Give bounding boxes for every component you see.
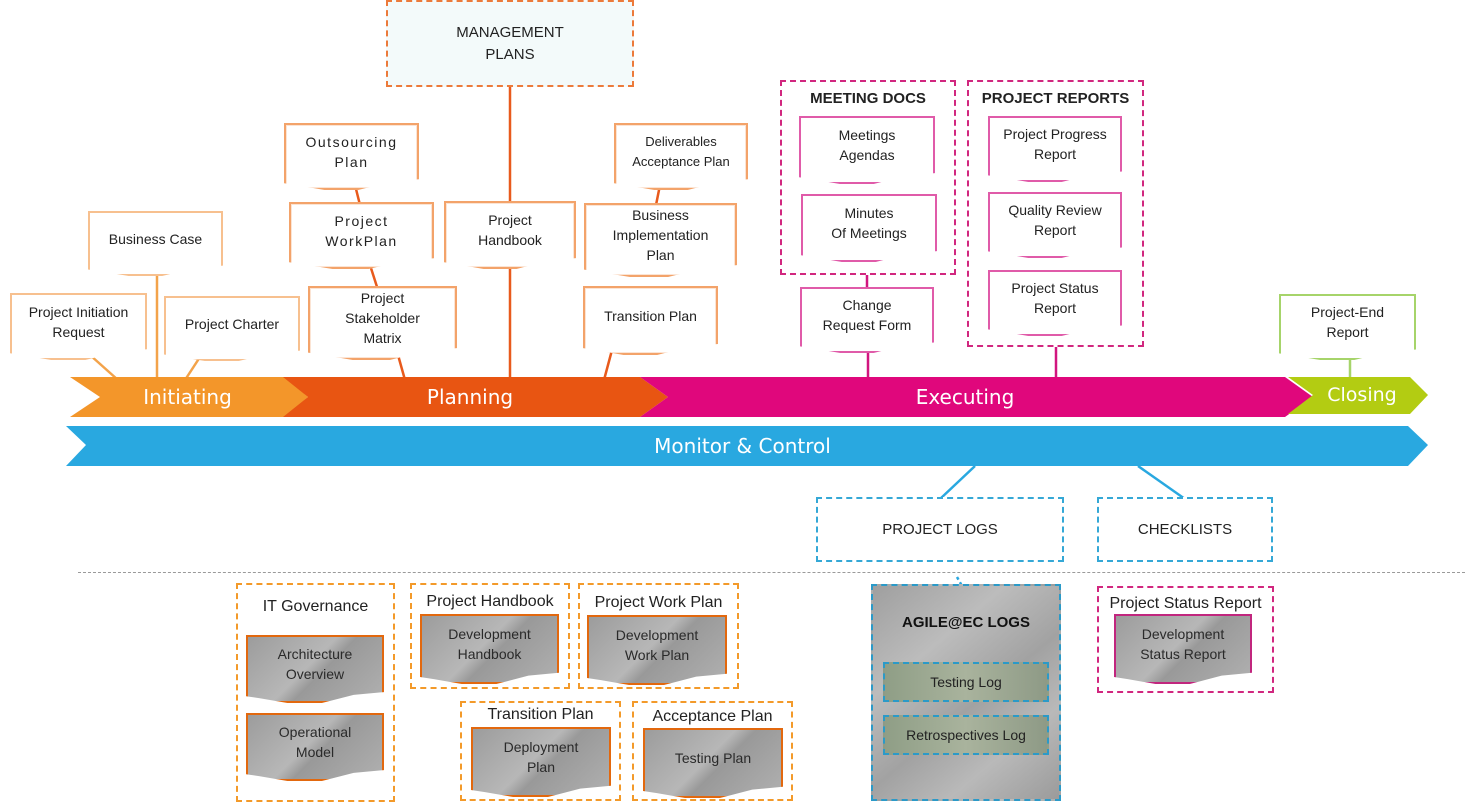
status-report-group-title: Project Status Report [1109,595,1262,612]
it-governance-title: IT Governance [262,598,369,615]
acceptance-group-title: Acceptance Plan [652,708,773,725]
doc-project-workplan: Project WorkPlan [289,202,434,269]
phase-planning-label: Planning [426,385,514,409]
doc-business-case: Business Case [88,211,223,276]
doc-development-handbook: Development Handbook [420,614,559,684]
doc-architecture-overview: Architecture Overview [246,635,384,703]
transition-group-title: Transition Plan [487,706,594,723]
doc-project-status-report: Project Status Report [988,270,1122,336]
doc-change-request-form: Change Request Form [800,287,934,353]
doc-testing-plan: Testing Plan [643,728,783,798]
agile-logs-title: AGILE@EC LOGS [902,614,1030,631]
phase-monitor-label: Monitor & Control [654,434,831,458]
planning-arrow [283,377,668,417]
section-divider [78,572,1465,573]
connector-charter [183,356,202,381]
project-reports-title: PROJECT REPORTS [981,90,1130,107]
doc-project-stakeholder-matrix: Project Stakeholder Matrix [308,286,457,360]
executing-arrow [640,377,1313,417]
doc-transition-plan: Transition Plan [583,286,718,355]
doc-project-end-report: Project-End Report [1279,294,1416,360]
doc-business-implementation-plan: Business Implementation Plan [584,203,737,277]
project-logs-label: PROJECT LOGS [882,520,998,538]
meeting-docs-title: MEETING DOCS [810,90,926,107]
monitor-arrow [66,426,1428,466]
connector-checklists [1137,464,1186,501]
doc-quality-review-report: Quality Review Report [988,192,1122,258]
handbook-group-title: Project Handbook [426,593,554,610]
doc-development-work-plan: Development Work Plan [587,615,727,685]
initiating-arrow [70,377,308,417]
doc-deployment-plan: Deployment Plan [471,727,611,797]
closing-arrow [1288,377,1428,414]
phase-closing-label: Closing [1327,384,1397,406]
connector-project-logs [939,465,976,500]
testing-log-item: Testing Log [883,662,1049,702]
doc-project-initiation-request: Project Initiation Request [10,293,147,360]
doc-deliverables-acceptance-plan: Deliverables Acceptance Plan [614,123,748,190]
management-plans-label: MANAGEMENT PLANS [456,23,564,63]
work-plan-group-title: Project Work Plan [594,594,723,611]
doc-outsourcing-plan: Outsourcing Plan [284,123,419,190]
management-plans-box: MANAGEMENT PLANS [386,0,634,87]
connector-stakeholder [396,354,407,381]
doc-project-charter: Project Charter [164,296,300,361]
doc-minutes-of-meetings: Minutes Of Meetings [801,194,937,262]
agile-logs-box: AGILE@EC LOGS Testing Log Retrospectives… [871,584,1061,801]
doc-project-progress-report: Project Progress Report [988,116,1122,182]
connector-workplan [368,264,380,291]
project-logs-box: PROJECT LOGS [816,497,1064,562]
checklists-label: CHECKLISTS [1137,520,1233,538]
phase-executing-label: Executing [915,385,1015,409]
connector-transition [602,349,614,381]
doc-meetings-agendas: Meetings Agendas [799,116,935,184]
doc-development-status-report: Development Status Report [1114,614,1252,684]
connector-initiation-request [89,354,119,381]
retrospectives-log-item: Retrospectives Log [883,715,1049,755]
checklists-box: CHECKLISTS [1097,497,1273,562]
doc-operational-model: Operational Model [246,713,384,781]
doc-project-handbook: Project Handbook [444,201,576,269]
phase-initiating-label: Initiating [143,385,232,409]
